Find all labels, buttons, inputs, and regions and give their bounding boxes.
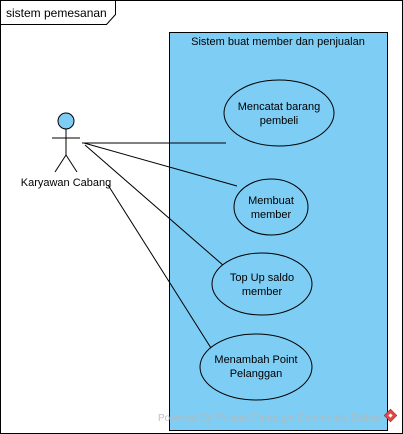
use-case-membuat-member[interactable]: Membuat member — [233, 178, 309, 236]
frame-title: sistem pemesanan — [6, 6, 107, 20]
use-case-label: member — [251, 209, 292, 221]
associations — [82, 142, 238, 349]
use-case-ellipse — [199, 333, 313, 401]
actor-left-leg — [54, 154, 67, 173]
use-case-label: Top Up saldo — [230, 272, 294, 284]
visual-paradigm-logo-icon — [383, 408, 398, 423]
actor-head — [57, 112, 75, 130]
use-case-menambah-point[interactable]: Menambah Point Pelanggan — [199, 333, 313, 401]
actor-karyawan-cabang[interactable] — [52, 112, 80, 173]
use-case-label: pembeli — [260, 115, 299, 127]
association-line — [83, 142, 238, 187]
use-case-top-up-saldo[interactable]: Top Up saldo member — [211, 252, 313, 316]
watermark-text: Powered By™Visual Paradigm Community Edi… — [158, 413, 381, 424]
use-case-label: Pelanggan — [230, 368, 283, 380]
use-case-ellipse — [223, 79, 335, 147]
system-title: Sistem buat member dan penjualan — [191, 36, 365, 48]
association-line — [84, 144, 225, 267]
use-case-label: member — [242, 286, 283, 298]
actor-label: Karyawan Cabang — [21, 177, 112, 189]
use-case-ellipse — [211, 252, 313, 316]
use-case-label: Mencatat barang — [238, 101, 321, 113]
association-line — [107, 184, 212, 349]
use-case-label: Membuat — [248, 195, 294, 207]
use-case-ellipse — [233, 178, 309, 236]
use-case-mencatat-barang[interactable]: Mencatat barang pembeli — [223, 79, 335, 147]
frame-title-tab — [0, 0, 116, 25]
use-case-label: Menambah Point — [214, 354, 297, 366]
actor-right-leg — [65, 154, 78, 173]
